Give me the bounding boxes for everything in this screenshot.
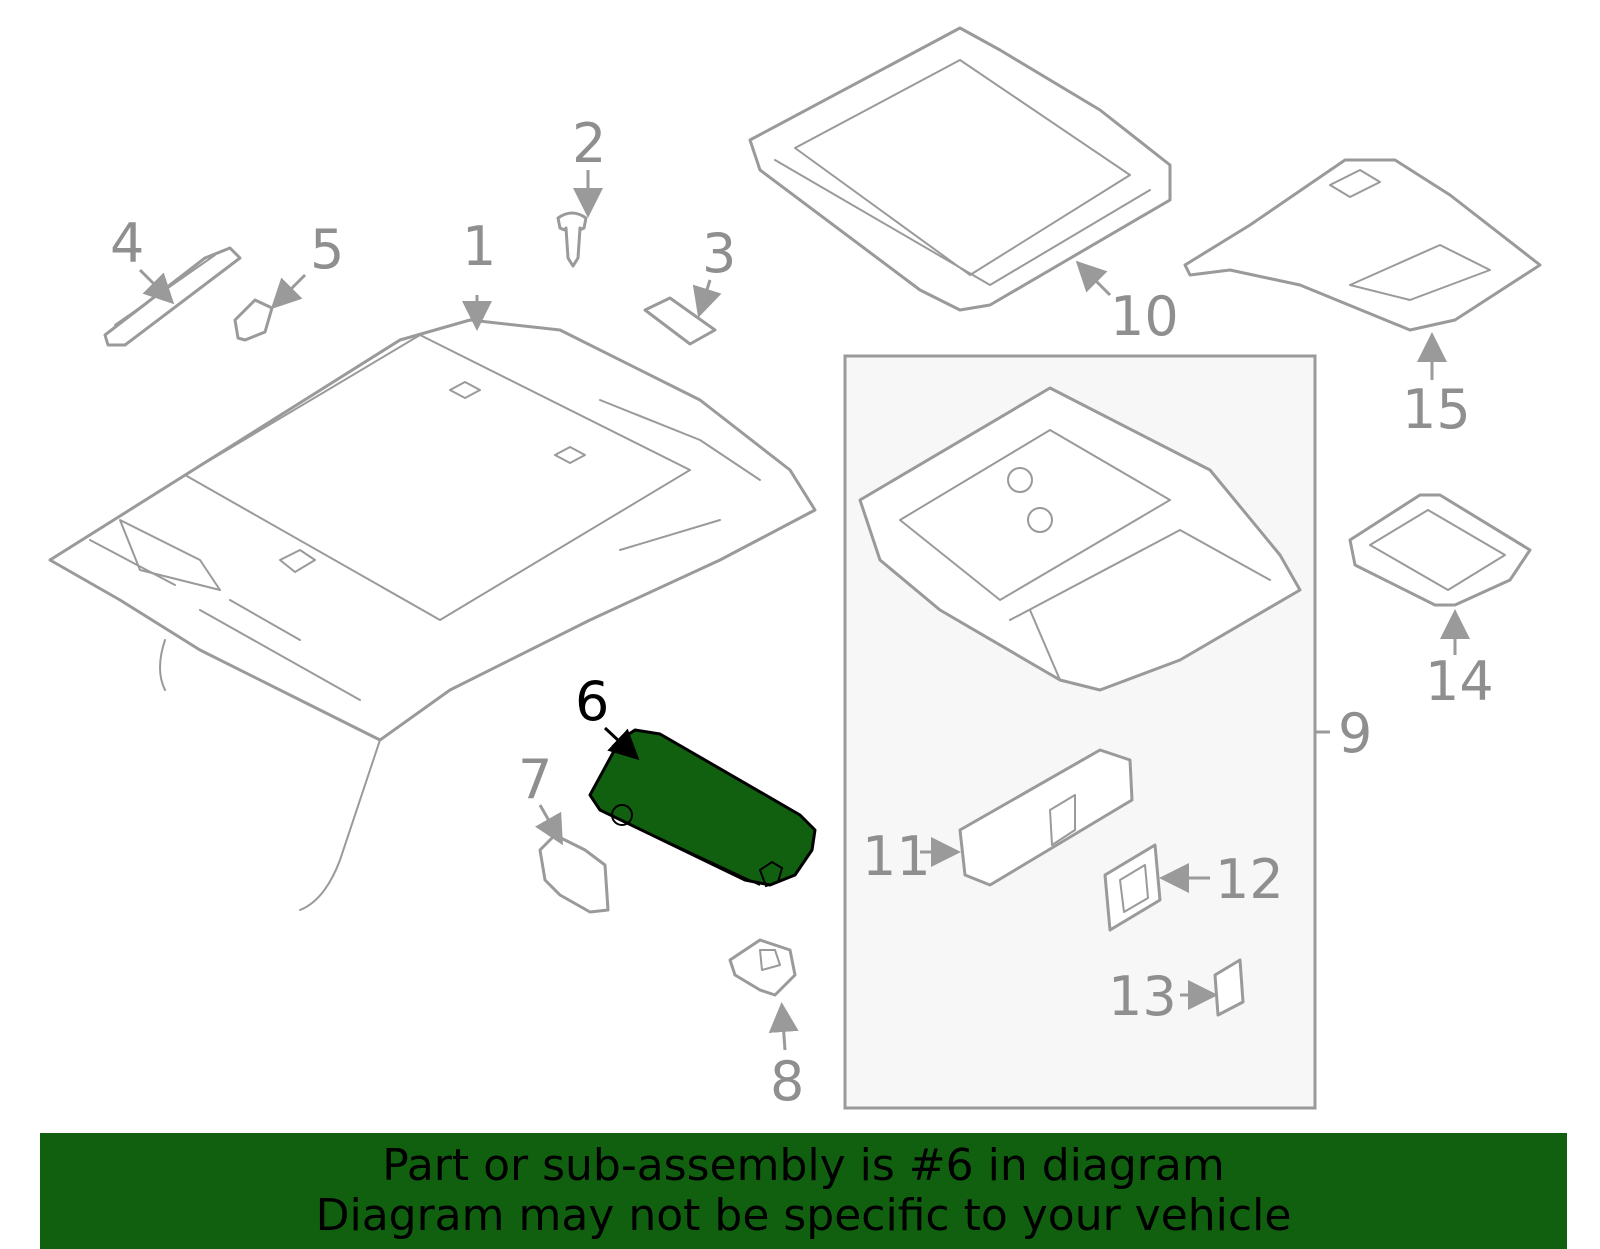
part-15-bracket-panel[interactable]: [1183, 158, 1542, 332]
arrow-10: [1075, 260, 1112, 297]
callout-15: 15: [1402, 378, 1471, 441]
arrow-8: [768, 1002, 799, 1051]
callout-labels: 1 2 3 4 5 6 7 8 9 10 11 12 13 14 15: [110, 112, 1494, 1113]
banner-line-1: Part or sub-assembly is #6 in diagram: [382, 1140, 1225, 1191]
callout-5: 5: [310, 218, 344, 281]
callout-6: 6: [575, 670, 609, 733]
banner-line-2: Diagram may not be specific to your vehi…: [315, 1190, 1292, 1241]
callout-13: 13: [1108, 965, 1177, 1028]
callout-10: 10: [1110, 285, 1179, 348]
arrow-4: [138, 268, 175, 305]
callout-2: 2: [572, 112, 606, 175]
callout-14: 14: [1425, 650, 1494, 713]
part-10-console-frame[interactable]: [748, 26, 1172, 312]
callout-11: 11: [862, 825, 931, 888]
part-14-lens[interactable]: [1348, 493, 1532, 607]
callout-7: 7: [518, 748, 552, 811]
callout-8: 8: [770, 1050, 804, 1113]
leader-arrows: [138, 170, 1470, 1051]
callout-4: 4: [110, 212, 144, 275]
part-1-headliner[interactable]: [48, 318, 817, 911]
arrow-3: [692, 279, 722, 318]
arrow-5: [270, 273, 307, 310]
callout-1: 1: [462, 215, 496, 278]
part-2-clip[interactable]: [556, 211, 588, 268]
info-banner: Part or sub-assembly is #6 in diagram Di…: [40, 1133, 1567, 1249]
arrow-7: [535, 804, 563, 846]
part-6-sun-visor[interactable]: [588, 728, 817, 888]
part-5-cap[interactable]: [233, 298, 274, 342]
part-7-bracket[interactable]: [538, 833, 610, 914]
part-12-switch[interactable]: [1103, 843, 1162, 932]
part-11-switch[interactable]: [958, 748, 1134, 887]
part-9-overhead-console[interactable]: [858, 386, 1302, 692]
callout-9: 9: [1338, 702, 1372, 765]
part-3-label[interactable]: [643, 296, 717, 346]
callout-12: 12: [1215, 848, 1284, 911]
callout-3: 3: [702, 222, 736, 285]
arrow-6: [603, 726, 640, 761]
part-8-holder[interactable]: [728, 938, 797, 997]
